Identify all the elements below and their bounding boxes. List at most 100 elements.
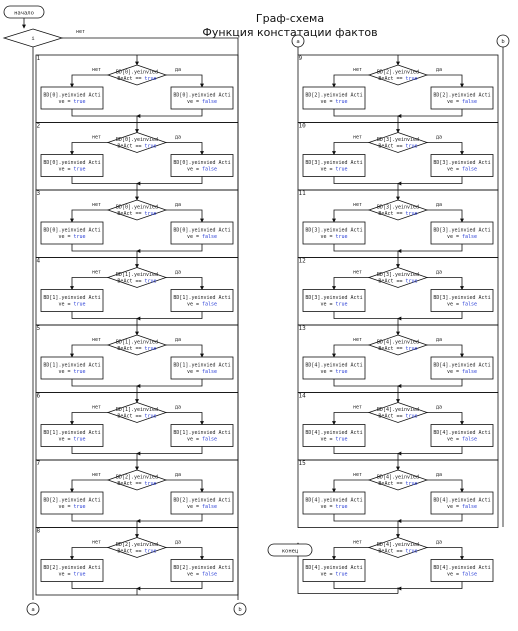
left-block-3-yes-branch — [166, 209, 204, 223]
left-block-6-no-label: нет — [92, 405, 101, 411]
end-terminal — [267, 543, 313, 557]
left-block-2-no-action-line: ve = true — [58, 166, 85, 172]
left-block-8-yes-label: да — [175, 540, 181, 546]
start-label: начало — [14, 11, 34, 17]
left-block-4-yes-action-line: BD[1].yeinvied Acti — [173, 295, 230, 301]
left-block-4-decision — [106, 267, 168, 288]
left-block-2-index: 2 — [37, 123, 41, 130]
right-block-14-index: 14 — [299, 393, 307, 400]
left-block-2-merge-left — [71, 176, 137, 184]
left-block-4-no-action-line: BD[1].yeinvied Acti — [43, 295, 100, 301]
left-block-7-decision — [106, 469, 168, 491]
final-block-no-action-line: ve = true — [320, 571, 347, 577]
left-block-1-yes-branch — [166, 74, 204, 88]
left-block-6-decision — [106, 402, 168, 423]
left-block-4-merge-right — [136, 311, 203, 321]
right-block-11-yes-action-line: ve = false — [447, 234, 477, 240]
left-block-2-yes-action-line: ve = false — [187, 166, 217, 172]
right-block-12-yes-action-line: ve = false — [447, 301, 477, 307]
right-block-14-no-label: нет — [353, 405, 362, 411]
left-block-3-yes-action-line: BD[0].yeinvied Acti — [173, 228, 230, 234]
left-block-5-yes-branch — [166, 344, 204, 358]
right-block-11-no-label: нет — [353, 202, 362, 208]
left-block-5-merge-right — [136, 379, 203, 388]
left-block-8-yes-action-line: ve = false — [187, 571, 217, 577]
right-block-9-condition-line: BD[2].yeinvied — [377, 70, 419, 76]
entry-no-line — [62, 37, 239, 50]
left-block-4-no-label: нет — [92, 270, 101, 276]
left-block-7-no-branch — [70, 479, 108, 493]
right-block-14-no-action-line: BD[4].yeinvied Acti — [305, 430, 362, 436]
right-block-10-index: 10 — [299, 123, 307, 130]
left-block-3-no-label: нет — [92, 202, 101, 208]
left-block-7-no-label: нет — [92, 472, 101, 478]
right-block-13-no-action-line: ve = true — [320, 369, 347, 375]
left-block-8-condition-line: BD[2].yeinvied — [116, 542, 158, 548]
left-block-2-no-action-line: BD[0].yeinvied Acti — [43, 160, 100, 166]
right-block-11-no-action-line: BD[3].yeinvied Acti — [305, 228, 362, 234]
left-block-8-no-branch — [70, 547, 108, 561]
left-block-4-condition-line: BeAct == true — [117, 278, 156, 284]
right-block-15-no-label: нет — [353, 472, 362, 478]
right-block-10-no-label: нет — [353, 135, 362, 141]
right-block-12-decision — [367, 267, 429, 288]
right-block-13-condition-line: BD[4].yeinvied — [377, 340, 419, 346]
right-block-9-yes-action-line: BD[2].yeinvied Acti — [433, 93, 490, 99]
final-block-yes-branch — [427, 547, 464, 561]
right-block-12-merge-left — [333, 311, 398, 319]
left-block-6-yes-branch — [166, 412, 204, 426]
right-block-12-yes-branch — [427, 277, 464, 291]
right-block-14-condition-line: BeAct == true — [378, 413, 417, 419]
right-block-11-condition-line: BeAct == true — [378, 211, 417, 217]
left-block-1-decision — [106, 64, 168, 86]
left-block-6-merge-right — [136, 446, 203, 456]
left-block-4-no-branch — [70, 277, 108, 291]
right-block-15-index: 15 — [299, 460, 307, 467]
right-block-9-condition-line: BeAct == true — [378, 76, 417, 82]
right-block-11-yes-action-line: BD[3].yeinvied Acti — [433, 228, 490, 234]
final-block-no-label: нет — [353, 540, 362, 546]
left-block-5-yes-action-line: BD[1].yeinvied Acti — [173, 363, 230, 369]
left-block-6-yes-action-line: BD[1].yeinvied Acti — [173, 430, 230, 436]
connector-a-top-label: a — [296, 39, 299, 45]
final-block-no-branch — [332, 547, 369, 561]
right-block-13-merge-left — [333, 379, 398, 387]
right-block-13-decision — [367, 334, 429, 356]
left-block-8-merge-right — [136, 581, 203, 591]
left-block-7-no-action-line: BD[2].yeinvied Acti — [43, 498, 100, 504]
connector-b-bottom-label: b — [238, 607, 241, 613]
connector-a-bottom-label: a — [31, 607, 34, 613]
right-block-9-yes-branch — [427, 74, 464, 88]
left-block-6-no-action-line: BD[1].yeinvied Acti — [43, 430, 100, 436]
left-block-3-yes-action-line: ve = false — [187, 234, 217, 240]
right-block-15-yes-action-line: BD[4].yeinvied Acti — [433, 498, 490, 504]
left-block-5-yes-label: да — [175, 337, 181, 343]
right-block-11-yes-label: да — [436, 202, 442, 208]
right-block-11-no-action-line: ve = true — [320, 234, 347, 240]
entry-condition: i — [31, 36, 34, 42]
left-block-6-yes-action-line: ve = false — [187, 436, 217, 442]
left-block-1-condition-line: BD[0].yeinvied — [116, 70, 158, 76]
right-block-10-condition-line: BeAct == true — [378, 143, 417, 149]
left-block-3-yes-label: да — [175, 202, 181, 208]
right-block-12-merge-right — [397, 311, 463, 321]
left-block-8-index: 8 — [37, 528, 41, 535]
left-block-2-merge-right — [136, 176, 203, 186]
left-block-1-condition-line: BeAct == true — [117, 76, 156, 82]
final-block-decision — [367, 537, 429, 558]
right-block-11-yes-branch — [427, 209, 464, 223]
left-block-7-no-action-line: ve = true — [58, 504, 85, 510]
left-block-3-no-branch — [70, 209, 108, 223]
right-block-9-decision — [367, 64, 429, 86]
left-block-6-no-branch — [70, 412, 108, 426]
left-block-5-no-action-line: BD[1].yeinvied Acti — [43, 363, 100, 369]
right-block-14-condition-line: BD[4].yeinvied — [377, 407, 419, 413]
connector-a-bottom — [26, 602, 40, 616]
left-block-4-merge-left — [71, 311, 137, 319]
left-block-3-merge-left — [71, 244, 137, 252]
right-block-13-no-label: нет — [353, 337, 362, 343]
left-block-1-merge-right — [136, 109, 203, 118]
left-block-5-no-action-line: ve = true — [58, 369, 85, 375]
left-block-5-yes-action-line: ve = false — [187, 369, 217, 375]
left-block-8-condition-line: BeAct == true — [117, 548, 156, 554]
